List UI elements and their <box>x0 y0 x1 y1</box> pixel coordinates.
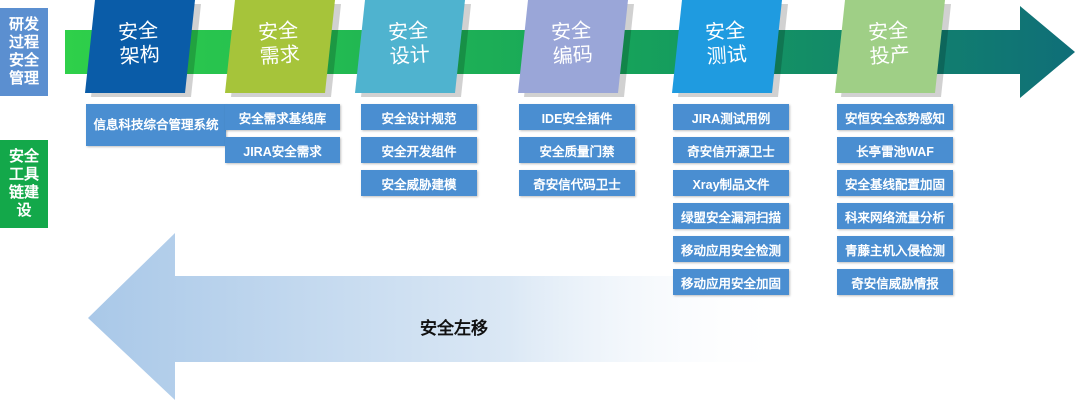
tool-box: 信息科技综合管理系统 <box>86 104 226 146</box>
shift-left-label: 安全左移 <box>420 319 488 338</box>
tool-box: 安全开发组件 <box>361 137 477 163</box>
tool-box: 移动应用安全加固 <box>673 269 789 295</box>
tool-box: 科来网络流量分析 <box>837 203 953 229</box>
toolchain-label: 安全 工具 链建 设 <box>0 140 48 228</box>
tool-box: 安全需求基线库 <box>225 104 340 130</box>
tool-box: JIRA测试用例 <box>673 104 789 130</box>
stage-4-shape <box>518 0 628 93</box>
tool-box: JIRA安全需求 <box>225 137 340 163</box>
stage-6-shape <box>835 0 945 93</box>
stage-3-shape <box>355 0 465 93</box>
tool-box: 青藤主机入侵检测 <box>837 236 953 262</box>
tool-box: 奇安信开源卫士 <box>673 137 789 163</box>
tool-box: 安全基线配置加固 <box>837 170 953 196</box>
shift-left-arrow <box>88 233 790 400</box>
tool-box: 移动应用安全检测 <box>673 236 789 262</box>
stage-1-shape <box>85 0 195 93</box>
tool-box: Xray制品文件 <box>673 170 789 196</box>
tool-box: 奇安信威胁情报 <box>837 269 953 295</box>
tool-box: 安全设计规范 <box>361 104 477 130</box>
stage-5-shape <box>672 0 782 93</box>
tool-box: 长亭雷池WAF <box>837 137 953 163</box>
stage-2-shape <box>225 0 335 93</box>
tool-box: IDE安全插件 <box>519 104 635 130</box>
process-management-label: 研发 过程 安全 管理 <box>0 8 48 96</box>
tool-box: 绿盟安全漏洞扫描 <box>673 203 789 229</box>
tool-box: 奇安信代码卫士 <box>519 170 635 196</box>
tool-box: 安恒安全态势感知 <box>837 104 953 130</box>
tool-box: 安全质量门禁 <box>519 137 635 163</box>
tool-box: 安全威胁建模 <box>361 170 477 196</box>
